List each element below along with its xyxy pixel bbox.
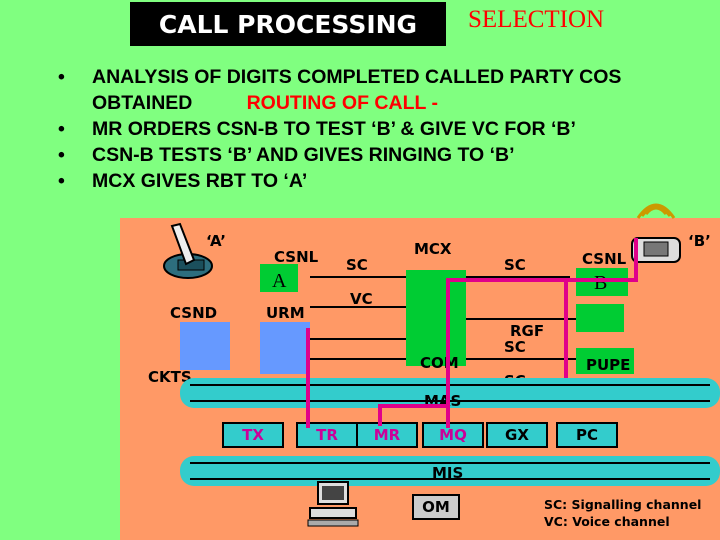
ckts-label: CKTS [148, 368, 192, 386]
page-subtitle: SELECTION [468, 6, 605, 33]
bullet-item: MCX GIVES RBT TO ‘A’ [58, 168, 718, 194]
subscriber-a-label: ‘A’ [206, 232, 226, 250]
bullet-item: CSN-B TESTS ‘B’ AND GIVES RINGING TO ‘B’ [58, 142, 718, 168]
diagram-panel: ‘A’ CSNL A SC VC CSND URM MCX COM SC CSN… [120, 203, 720, 540]
connector-line [310, 338, 406, 340]
bullet-text: ANALYSIS OF DIGITS COMPLETED CALLED PART… [92, 66, 622, 114]
csnl-a-block [260, 264, 298, 292]
path-line [634, 238, 638, 282]
csnd-label: CSND [170, 304, 218, 322]
mis-bus-line [190, 462, 710, 464]
path-line [378, 404, 382, 426]
mas-bus-line [190, 400, 710, 402]
connector-line [466, 358, 576, 360]
csnl-a-label: CSNL [274, 248, 319, 266]
sc-left-label: SC [346, 256, 368, 274]
mas-bus [180, 378, 720, 408]
mis-bus-line [190, 478, 710, 480]
connector-line [310, 306, 406, 308]
page-title: CALL PROCESSING [130, 2, 446, 46]
bullet-red-text: ROUTING OF CALL - [246, 92, 438, 114]
pupe-block [576, 348, 634, 374]
vc-label: VC [350, 290, 373, 308]
mis-label: MIS [432, 464, 464, 482]
mas-bus-line [190, 384, 710, 386]
om-box: OM [412, 494, 460, 520]
bullet-text: CSN-B TESTS ‘B’ AND GIVES RINGING TO ‘B’ [92, 144, 515, 166]
csnl-b-tag: B [594, 272, 608, 294]
path-line [564, 278, 568, 378]
phone-a-icon [163, 222, 213, 279]
station-gx: GX [486, 422, 548, 448]
urm-label: URM [266, 304, 305, 322]
com-label: COM [420, 354, 459, 372]
rgf-block [576, 304, 624, 332]
station-mr: MR [356, 422, 418, 448]
pupe-label: PUPE [586, 356, 631, 374]
bullet-item: ANALYSIS OF DIGITS COMPLETED CALLED PART… [58, 64, 718, 116]
connector-line [466, 276, 570, 278]
path-line [446, 278, 450, 428]
mcx-label: MCX [414, 240, 452, 258]
station-mq: MQ [422, 422, 484, 448]
sc-right-label: SC [504, 256, 526, 274]
path-line [306, 328, 310, 428]
mis-bus [180, 456, 720, 486]
path-line [564, 278, 636, 282]
bullet-list: ANALYSIS OF DIGITS COMPLETED CALLED PART… [58, 64, 718, 194]
legend-item: SC: Signalling channel [544, 497, 702, 512]
connector-line [310, 276, 406, 278]
bullet-item: MR ORDERS CSN-B TO TEST ‘B’ & GIVE VC FO… [58, 116, 718, 142]
csnl-b-label: CSNL [582, 250, 627, 268]
station-pc: PC [556, 422, 618, 448]
path-line [378, 404, 448, 408]
connector-line [310, 358, 406, 360]
urm-block [260, 322, 310, 374]
bullet-text: MCX GIVES RBT TO ‘A’ [92, 170, 308, 192]
rgf-sc-label: SC [504, 338, 526, 356]
csnl-b-block [576, 268, 628, 296]
legend: SC: Signalling channel VC: Voice channel [544, 496, 701, 530]
phone-b-icon [631, 203, 681, 263]
subscriber-b-label: ‘B’ [688, 232, 711, 250]
computer-icon [307, 481, 359, 527]
legend-item: VC: Voice channel [544, 514, 670, 529]
station-tx: TX [222, 422, 284, 448]
path-line [446, 278, 566, 282]
rgf-label: RGF [510, 322, 545, 340]
connector-line [466, 318, 576, 320]
mcx-block [406, 270, 466, 366]
csnl-a-tag: A [272, 270, 287, 292]
bullet-text: MR ORDERS CSN-B TO TEST ‘B’ & GIVE VC FO… [92, 118, 576, 140]
csnd-block [180, 322, 230, 370]
